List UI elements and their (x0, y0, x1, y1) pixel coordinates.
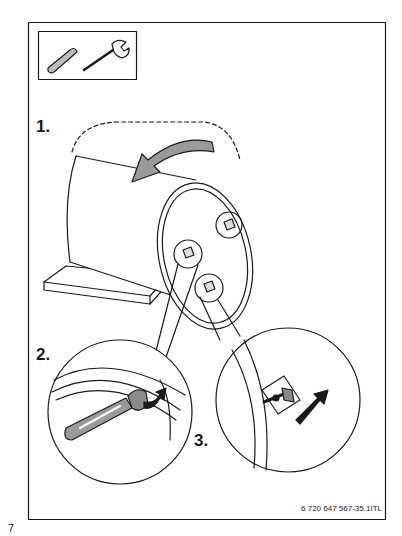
page-number: 7 (8, 523, 14, 534)
detail-circle-bolt (216, 328, 360, 472)
step-number: 3. (194, 432, 208, 449)
rotation-arrow (132, 140, 214, 182)
detail-circle-cap-removal (48, 340, 192, 484)
step-number: 2. (36, 346, 50, 363)
step-number: 1. (36, 118, 50, 135)
leader-lines (155, 264, 240, 360)
tools-box (39, 32, 137, 80)
frame (29, 23, 386, 520)
figure-code: 6 720 647 567-35.1ITL (301, 505, 382, 513)
